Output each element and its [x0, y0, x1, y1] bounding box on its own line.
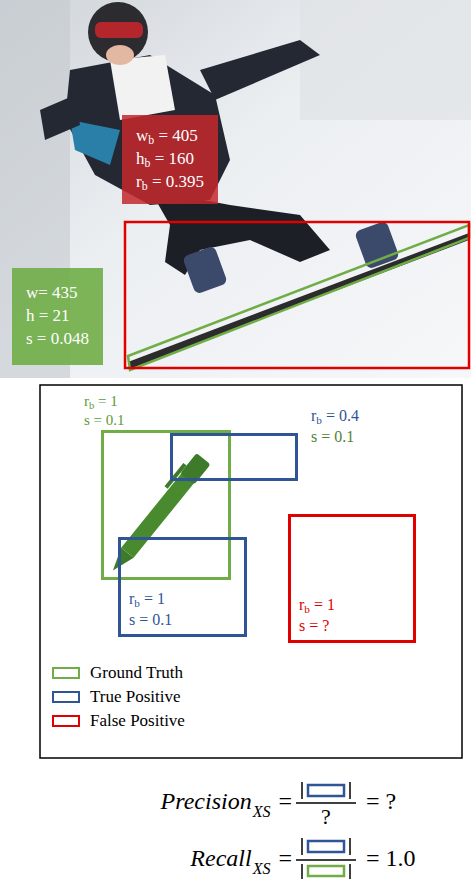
legend-swatch	[52, 715, 80, 727]
metric-text: h = 21	[26, 305, 89, 328]
formula-text: Recall	[190, 845, 251, 871]
formula-text: = 1.0	[366, 845, 416, 871]
true-positive-box: rb = 0.4s = 0.1	[170, 433, 298, 481]
legend-swatch	[52, 667, 80, 679]
metric-text: s = 0.1	[311, 427, 359, 448]
legend-text: True Positive	[90, 688, 181, 707]
legend-text: False Positive	[90, 712, 185, 731]
metric-text: rb = 1	[129, 589, 172, 610]
formula-text: Precision	[161, 788, 252, 814]
text-group: rb = 1s = ?	[299, 595, 335, 637]
metric-panel: w= 435h = 21s = 0.048	[12, 268, 103, 365]
formula-text: = ?	[366, 788, 396, 814]
text-group: w= 435h = 21s = 0.048	[26, 282, 89, 351]
metric-text: rb = 0.4	[311, 406, 359, 427]
metric-text: rb = 1	[84, 393, 125, 412]
text-group: rb = 1s = 0.1	[129, 589, 172, 631]
metric-text: s = 0.1	[84, 412, 125, 429]
text-group: rb = 1s = 0.1	[84, 393, 125, 429]
metric-text: w= 435	[26, 282, 89, 305]
text-group: rb = 0.4s = 0.1	[311, 406, 359, 448]
metric-text: hb = 160	[136, 148, 204, 171]
metric-text: s = ?	[299, 616, 335, 637]
formula-text: ?	[321, 805, 331, 829]
metric-text: wb = 405	[136, 125, 204, 148]
metric-text: s = 0.048	[26, 328, 89, 351]
formula-text: XS	[253, 803, 271, 821]
metric-text: s = 0.1	[129, 610, 172, 631]
false-positive-box: rb = 1s = ?	[288, 514, 416, 643]
metric-text: rb = 1	[299, 595, 335, 616]
true-positive-box: rb = 1s = 0.1	[118, 537, 247, 637]
legend-swatch	[52, 691, 80, 703]
formula-text: XS	[253, 860, 271, 878]
metric-text: rb = 0.395	[136, 171, 204, 194]
formula-text: =	[278, 845, 292, 871]
formula-text: =	[278, 788, 292, 814]
metric-panel: wb = 405hb = 160rb = 0.395	[122, 115, 218, 204]
text-group: wb = 405hb = 160rb = 0.395	[136, 125, 204, 194]
legend-text: Ground Truth	[90, 664, 183, 683]
